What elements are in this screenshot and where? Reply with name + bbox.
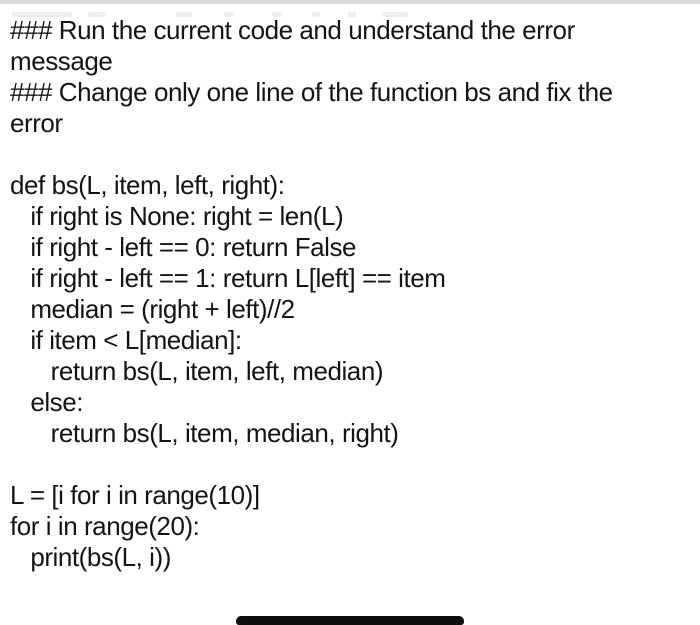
instructions-and-code: ### Run the current code and understand …	[10, 15, 700, 573]
blank-line	[10, 139, 700, 170]
ghost-toolbar-remnant	[0, 12, 700, 18]
code-line: print(bs(L, i))	[10, 542, 171, 572]
ghost-mark	[88, 12, 106, 17]
ghost-mark	[224, 12, 234, 17]
comment-line: ### Run the current code and understand …	[10, 15, 575, 45]
ghost-mark	[272, 12, 282, 17]
code-line: if item < L[median]:	[10, 325, 242, 355]
code-line: if right - left == 1: return L[left] == …	[10, 263, 446, 293]
ghost-mark	[176, 12, 192, 17]
code-line: else:	[10, 387, 83, 417]
ghost-mark	[312, 12, 320, 17]
comment-line: error	[10, 108, 63, 138]
code-line: for i in range(20):	[10, 511, 200, 541]
home-indicator-bar[interactable]	[236, 616, 464, 625]
code-line: return bs(L, item, median, right)	[10, 418, 399, 448]
code-line: if right is None: right = len(L)	[10, 201, 344, 231]
ghost-mark	[382, 12, 408, 17]
top-divider-strip	[0, 0, 700, 4]
code-line: L = [i for i in range(10)]	[10, 480, 260, 510]
code-line: def bs(L, item, left, right):	[10, 170, 285, 200]
blank-line	[10, 449, 700, 480]
code-line: return bs(L, item, left, median)	[10, 356, 384, 386]
comment-line: message	[10, 46, 113, 76]
ghost-mark	[348, 12, 356, 17]
comment-line: ### Change only one line of the function…	[10, 77, 613, 107]
code-line: median = (right + left)//2	[10, 294, 295, 324]
code-line: if right - left == 0: return False	[10, 232, 357, 262]
ghost-mark	[12, 12, 72, 17]
